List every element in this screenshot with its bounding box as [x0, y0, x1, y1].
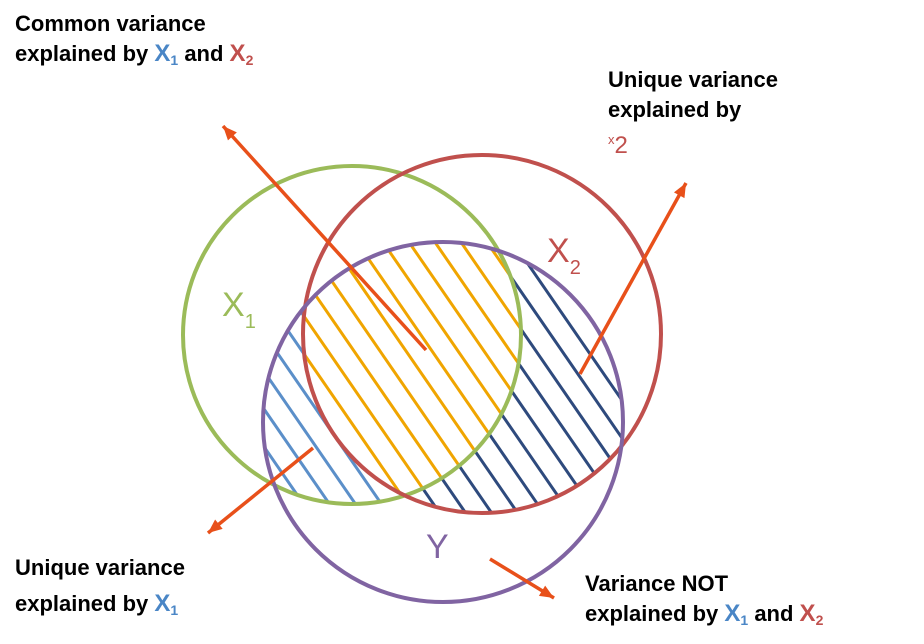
hatch-line-common: [303, 242, 428, 504]
hatch-line-x1: [918, 0, 924, 644]
hatch-line-x1: [788, 0, 924, 644]
var-x1: X1: [154, 40, 179, 68]
var-x1: X1: [154, 590, 179, 618]
hatch-line-x2: [303, 242, 610, 513]
hatch-line-common: [788, 0, 924, 644]
common-variance-line1: Common variance: [15, 11, 206, 36]
hatch-line-x1: [263, 242, 428, 504]
hatch-line-x1: [0, 0, 244, 644]
var-x2: X2: [799, 600, 824, 628]
circle-x1-label: X1: [222, 286, 256, 333]
hatch-line-x2: [303, 242, 532, 513]
arrow-not-explained-head: [538, 585, 554, 598]
hatch-line-x2: [303, 242, 623, 513]
hatch-line-common: [303, 242, 376, 504]
callout-arrows: [206, 124, 688, 600]
not-explained-callout: Variance NOT explained by X1 and X2: [585, 569, 823, 629]
var-x1: X1: [724, 600, 749, 628]
x2-unique-var: x2: [608, 132, 628, 159]
hatch-line-x2: [303, 242, 584, 513]
hatch-line-x2: [840, 0, 924, 644]
x2-unique-line1: Unique variance: [608, 67, 778, 92]
hatch-line-x2: [918, 0, 924, 644]
hatch-line-x2: [318, 242, 623, 513]
hatch-line-common: [918, 0, 924, 644]
hatch-line-common: [840, 0, 924, 644]
var-x2: X2: [229, 40, 254, 68]
arrow-x1-unique: [206, 446, 315, 535]
hatch-line-x2: [303, 242, 324, 513]
hatch-line-x2: [303, 242, 376, 513]
hatch-line-x2: [303, 242, 402, 513]
circle-y-label: Y: [426, 528, 449, 566]
hatch-line-x2: [788, 0, 924, 644]
arrow-common: [221, 124, 428, 352]
x2-unique-variance-callout: Unique variance explained by x2: [608, 65, 778, 161]
circle-x1: [181, 164, 523, 506]
hatch-line-common: [892, 0, 924, 644]
hatch-line-x1: [866, 0, 924, 644]
hatch-line-common: [303, 242, 402, 504]
arrow-x2-unique-head: [673, 183, 686, 199]
hatch-line-x2: [303, 242, 623, 513]
hatch-line-x1: [814, 0, 924, 644]
hatch-line-x1: [762, 0, 924, 644]
arrow-x2-unique: [578, 182, 688, 375]
hatch-line-x2: [344, 242, 623, 513]
hatch-line-common: [814, 0, 924, 644]
hatch-line-common: [303, 242, 350, 504]
hatch-line-x1: [892, 0, 924, 644]
hatch-line-x2: [866, 0, 924, 644]
circle-x2: [301, 153, 663, 515]
hatch-line-x1: [263, 242, 402, 504]
not-explained-line1: Variance NOT: [585, 571, 729, 596]
hatch-line-x1: [263, 242, 350, 504]
circle-x2-label: X2: [547, 232, 581, 279]
x1-unique-line1: Unique variance: [15, 555, 185, 580]
hatch-line-x2: [814, 0, 924, 644]
hatch-line-x1: [263, 242, 376, 504]
x1-unique-variance-callout: Unique variance explained by X1: [15, 553, 185, 619]
hatch-line-x2: [303, 242, 623, 513]
circle-y: [261, 240, 625, 604]
hatch-line-x2: [762, 0, 924, 644]
hatch-line-common: [303, 242, 324, 504]
hatch-line-x2: [892, 0, 924, 644]
not-explained-line2: explained by X1 and X2: [585, 600, 824, 628]
hatch-line-x2: [303, 242, 623, 513]
hatch-line-x2: [0, 0, 244, 644]
hatch-line-x2: [303, 242, 623, 513]
common-variance-line2: explained by X1 and X2: [15, 40, 254, 68]
hatch-line-x2: [303, 242, 558, 513]
hatch-line-common: [762, 0, 924, 644]
hatch-line-x1: [263, 242, 324, 504]
hatch-line-x2: [303, 242, 428, 513]
x2-unique-line2: explained by: [608, 97, 742, 122]
hatch-line-x1: [840, 0, 924, 644]
arrow-x1-unique-head: [208, 519, 223, 533]
common-variance-callout: Common variance explained by X1 and X2: [15, 9, 253, 69]
hatch-line-x2: [303, 242, 350, 513]
hatch-line-common: [866, 0, 924, 644]
x1-unique-line2: explained by X1: [15, 590, 179, 618]
hatch-line-common: [0, 0, 244, 644]
arrow-common-head: [223, 126, 237, 141]
